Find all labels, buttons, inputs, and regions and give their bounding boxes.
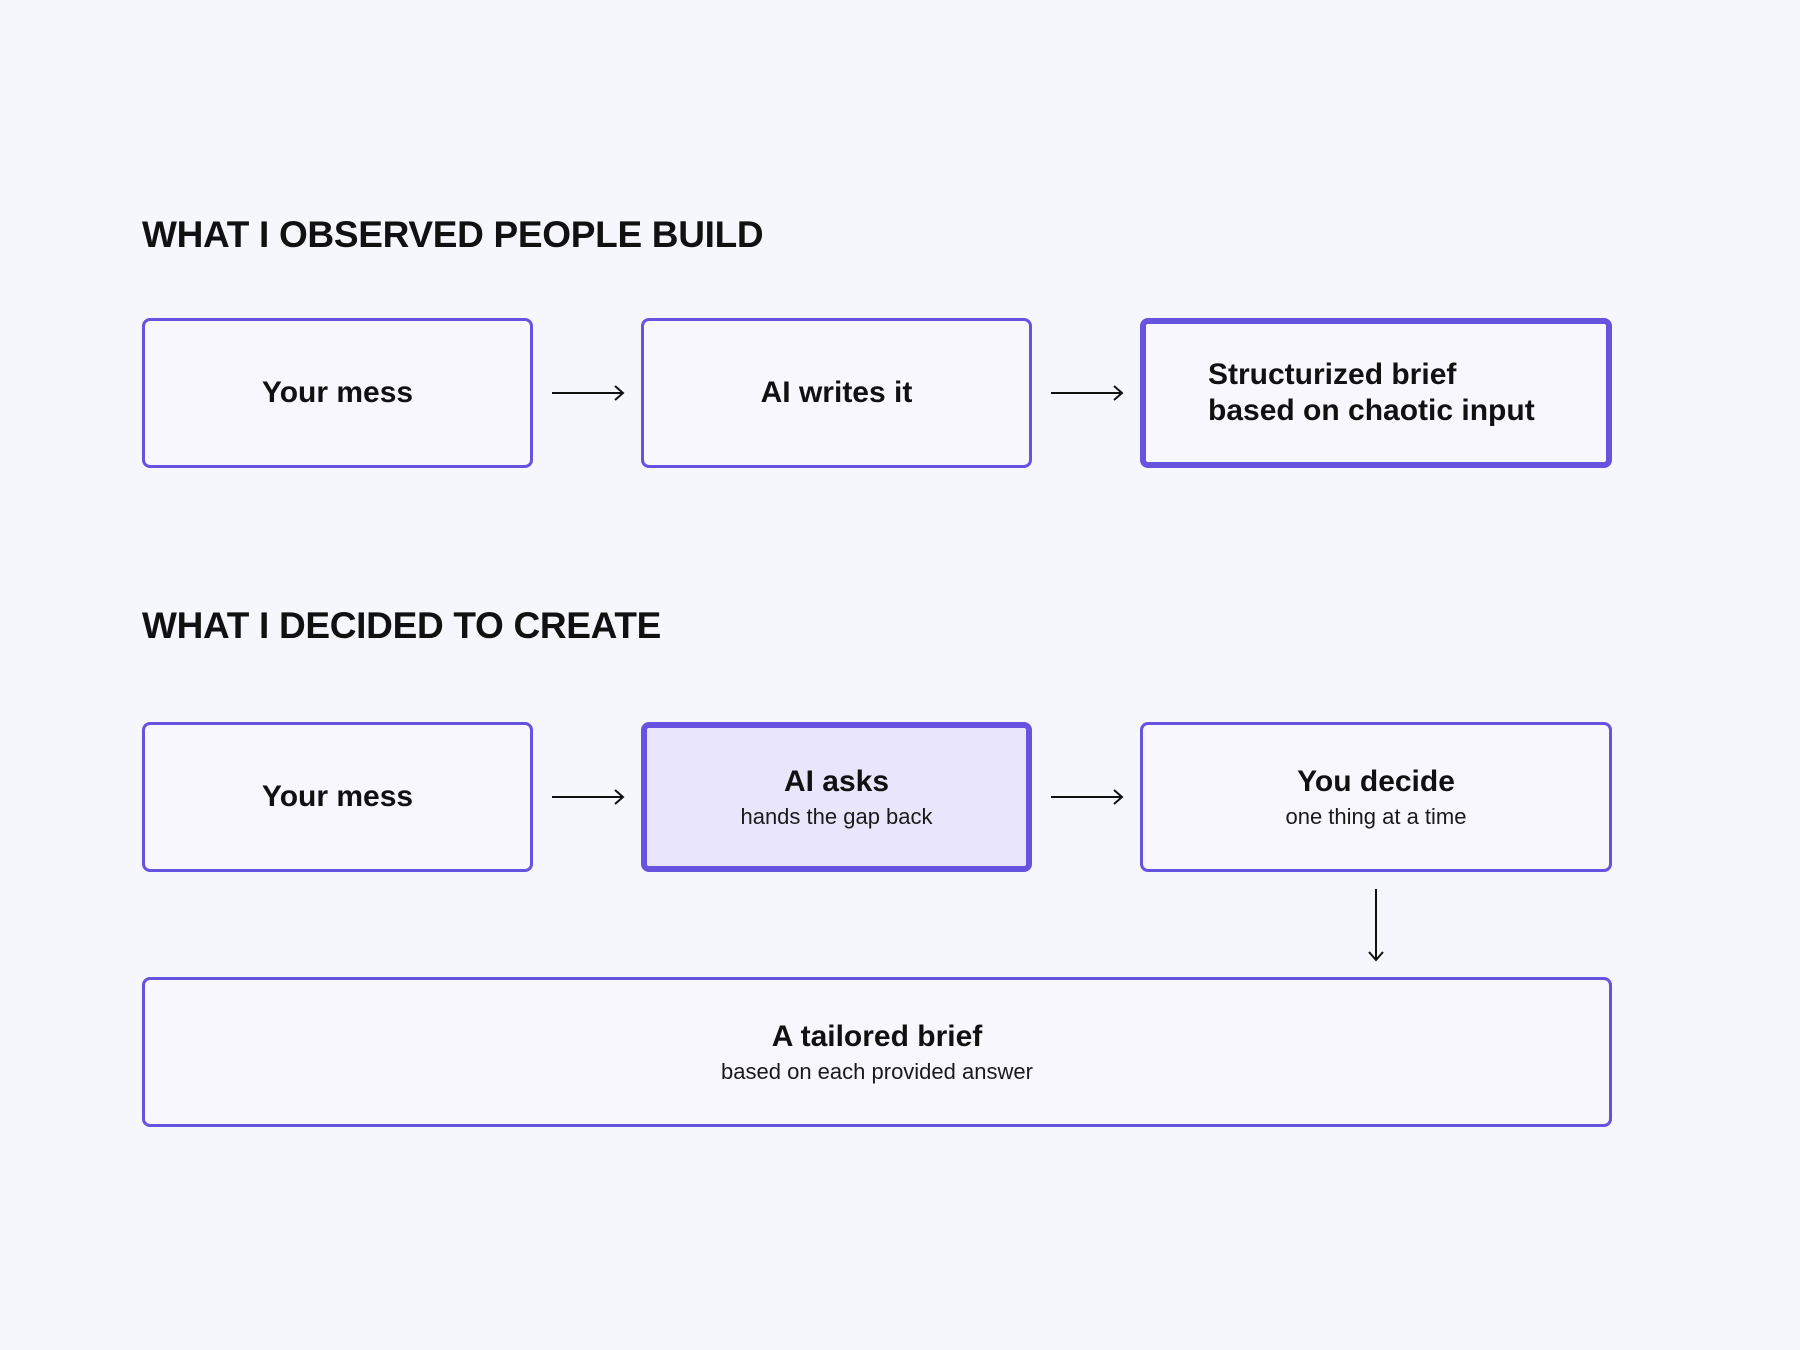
node-tailored-brief: A tailored brief based on each provided … (142, 977, 1612, 1127)
arrow-right-icon (1051, 789, 1124, 805)
node-title: A tailored brief (771, 1019, 983, 1053)
node-subtitle: one thing at a time (1285, 803, 1467, 829)
node-ai-asks: AI asks hands the gap back (641, 722, 1032, 872)
node-title-line-2: based on chaotic input (1208, 394, 1535, 427)
node-subtitle: hands the gap back (740, 803, 933, 829)
node-title: AI asks (783, 764, 890, 798)
arrow-right-icon (1051, 385, 1124, 401)
node-you-decide: You decide one thing at a time (1140, 722, 1612, 872)
node-subtitle: based on each provided answer (721, 1058, 1033, 1084)
section-title-created: WHAT I DECIDED TO CREATE (142, 605, 662, 646)
arrow-down-icon (1368, 889, 1384, 962)
node-title-line-1: Structurized brief (1208, 358, 1457, 391)
node-your-mess-created: Your mess (142, 722, 533, 872)
node-title: Your mess (261, 376, 414, 409)
node-ai-writes-it: AI writes it (641, 318, 1032, 468)
node-structurized-brief: Structurized brief based on chaotic inpu… (1140, 318, 1612, 468)
node-title: Your mess (261, 780, 414, 813)
arrow-right-icon (552, 789, 625, 805)
arrow-right-icon (552, 385, 625, 401)
section-title-observed: WHAT I OBSERVED PEOPLE BUILD (142, 214, 764, 255)
node-your-mess-observed: Your mess (142, 318, 533, 468)
node-title: AI writes it (760, 376, 913, 409)
node-title: You decide (1297, 764, 1455, 798)
